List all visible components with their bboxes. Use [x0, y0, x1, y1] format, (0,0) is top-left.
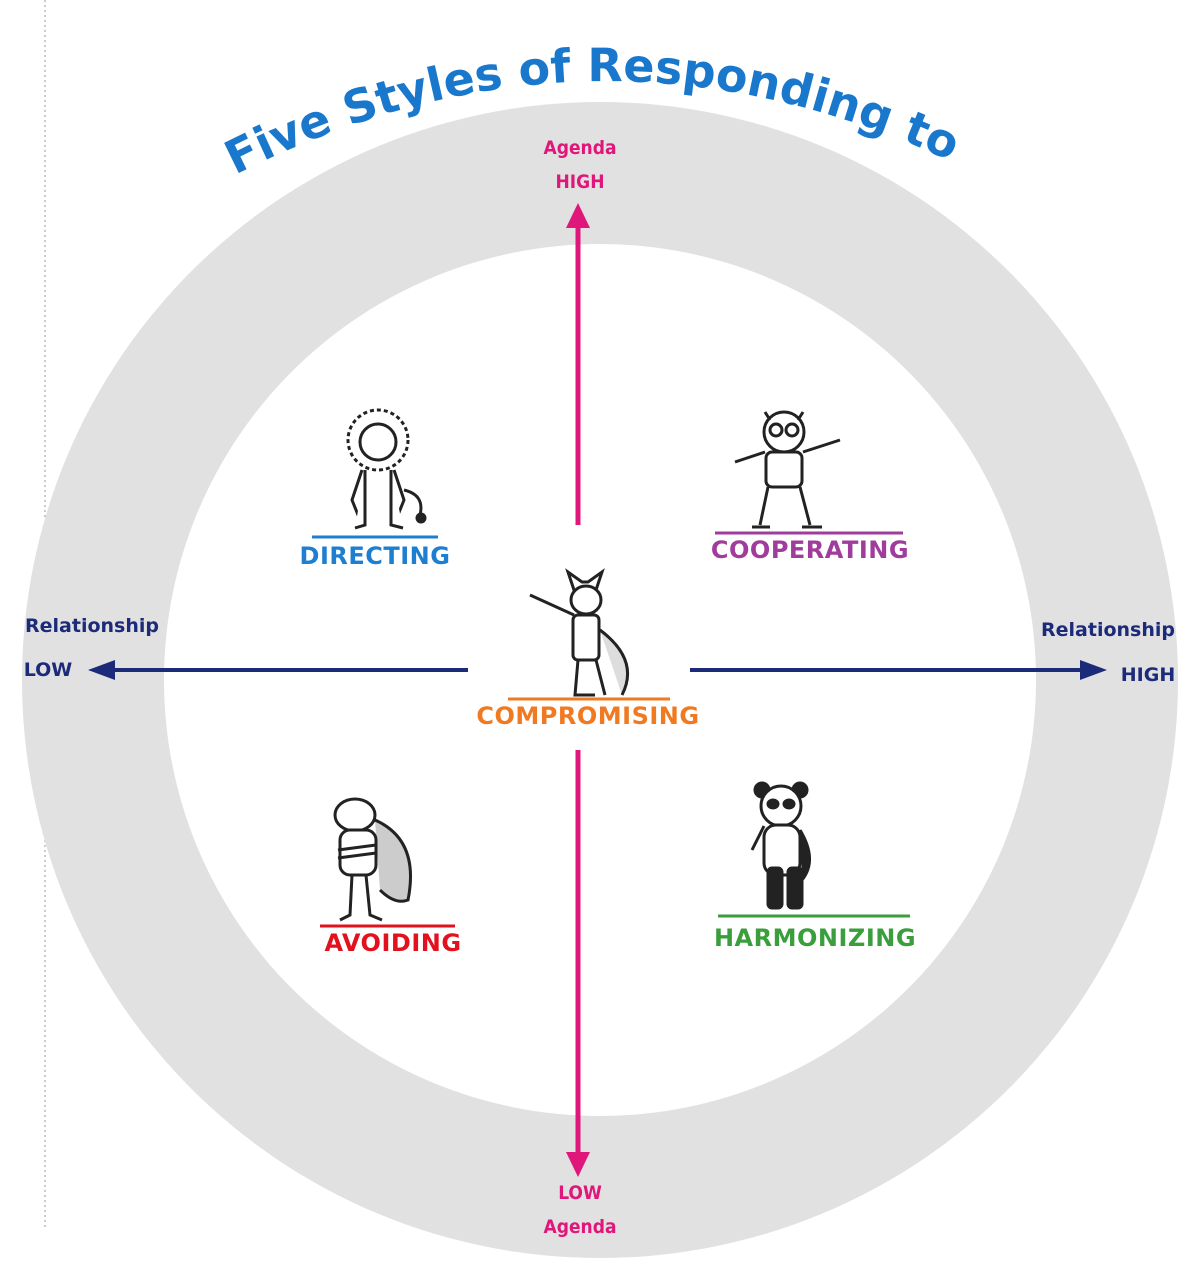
style-avoiding: AVOIDING [324, 929, 462, 957]
lion-icon [346, 408, 427, 530]
relationship-low-label: Relationship [25, 615, 159, 637]
fox-icon [529, 568, 630, 697]
relationship-low-arrowhead [88, 660, 115, 680]
turtle-icon [333, 797, 412, 922]
style-compromising: COMPROMISING [476, 702, 700, 730]
relationship-high-label: Relationship [1041, 619, 1175, 641]
style-cooperating: COOPERATING [710, 536, 910, 564]
relationship-low-level: LOW [23, 659, 73, 681]
agenda-low-arrowhead [566, 1152, 590, 1177]
relationship-high-level: HIGH [1120, 664, 1176, 686]
style-harmonizing: HARMONIZING [713, 924, 917, 952]
agenda-high-level: HIGH [555, 171, 605, 193]
agenda-high-arrowhead [566, 203, 590, 228]
style-directing: DIRECTING [299, 542, 451, 570]
relationship-high-arrowhead [1080, 660, 1107, 680]
agenda-low-level: LOW [558, 1182, 602, 1204]
panda-icon [750, 781, 811, 910]
owl-icon [734, 410, 841, 529]
agenda-low-label: Agenda [543, 1216, 617, 1238]
agenda-high-label: Agenda [543, 137, 617, 159]
